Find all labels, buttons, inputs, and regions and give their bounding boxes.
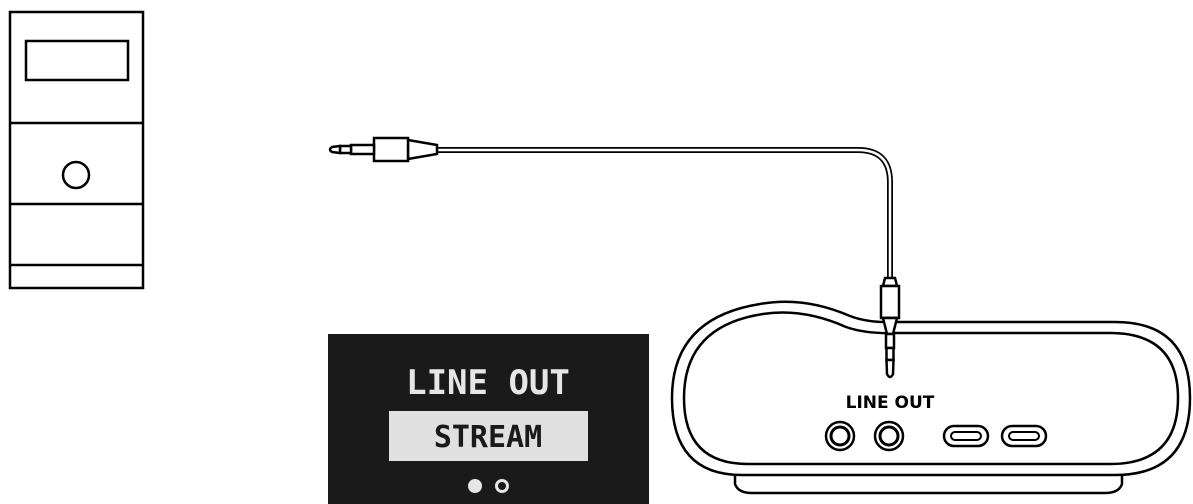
left-plug xyxy=(328,136,439,163)
device-knob xyxy=(61,160,91,190)
device-shell-inner xyxy=(682,311,1180,466)
display-screen: LINE OUT STREAM xyxy=(328,334,649,504)
line-out-jack xyxy=(873,420,905,452)
display-selected-option: STREAM xyxy=(434,420,542,455)
device-shell-outer xyxy=(670,300,1192,477)
page-dot xyxy=(495,479,509,493)
line-out-label: LINE OUT xyxy=(846,393,935,413)
usb-c-port xyxy=(1000,424,1048,448)
device-display-window xyxy=(24,39,130,82)
page-indicator xyxy=(468,479,509,493)
display-selection-highlight xyxy=(389,411,588,461)
display-title: LINE OUT xyxy=(406,363,570,403)
usb-c-port xyxy=(942,424,990,448)
device-foot xyxy=(733,472,1124,495)
streaming-device: LINE OUT xyxy=(670,300,1192,495)
external-audio-device xyxy=(8,10,145,290)
device-body xyxy=(8,10,145,290)
page-dot-active xyxy=(468,479,482,493)
audio-jack xyxy=(824,420,856,452)
